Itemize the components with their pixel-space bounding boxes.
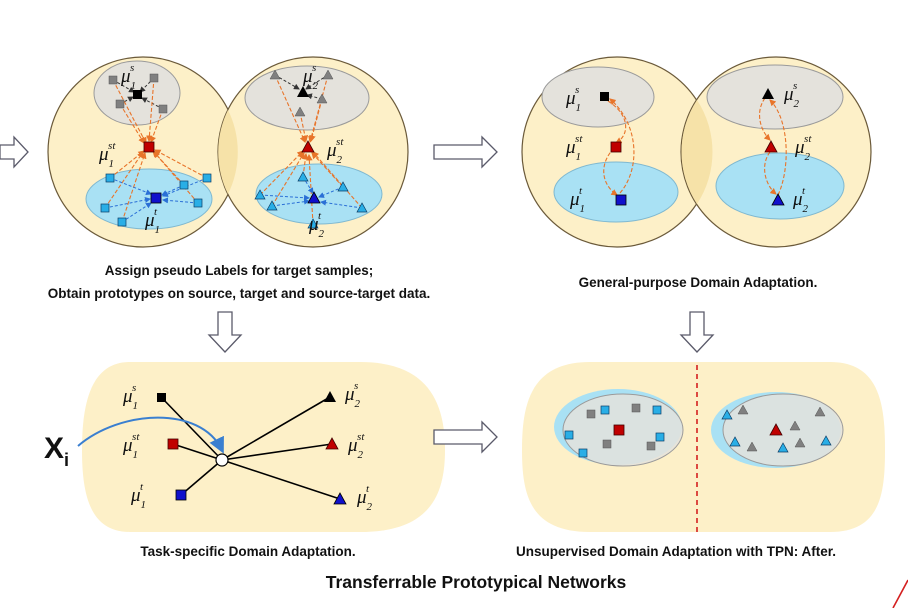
target-ellipse-2 bbox=[715, 152, 845, 220]
class-overlap-region bbox=[218, 110, 238, 194]
label-mu1-t: μ1t bbox=[569, 185, 585, 215]
label-mu1-s: μ1s bbox=[122, 382, 138, 412]
caption-step2: General-purpose Domain Adaptation. bbox=[579, 275, 818, 290]
label-mu1-s: μ1s bbox=[565, 84, 581, 114]
panel-general-purpose bbox=[521, 56, 872, 248]
class-overlap-region bbox=[681, 100, 713, 204]
caption-step1-line2: Obtain prototypes on source, target and … bbox=[48, 286, 431, 301]
label-mu2-s: μ2s bbox=[344, 380, 361, 410]
label-mu1-st: μ1st bbox=[565, 133, 583, 163]
flow-arrow-down-left bbox=[207, 311, 243, 353]
panel-task-specific bbox=[77, 362, 445, 532]
prototype-target-2 bbox=[771, 193, 785, 206]
prototype-target-1 bbox=[175, 489, 187, 501]
figure-title: Transferrable Prototypical Networks bbox=[326, 572, 627, 592]
corner-mark bbox=[892, 579, 908, 608]
prototype-source-2 bbox=[297, 86, 309, 97]
panel-after-tpn bbox=[522, 362, 885, 532]
flow-arrow-down-right bbox=[679, 311, 715, 353]
label-mu2-s: μ2s bbox=[783, 80, 800, 110]
prototype-st-1 bbox=[143, 141, 155, 153]
prototype-source-1 bbox=[600, 92, 609, 101]
input-label: Xi bbox=[44, 432, 69, 470]
flow-arrow-top bbox=[433, 135, 498, 169]
label-mu2-st: μ2st bbox=[794, 133, 812, 163]
caption-step4: Unsupervised Domain Adaptation with TPN:… bbox=[516, 544, 836, 559]
panel-prototype-assignment bbox=[47, 56, 409, 248]
prototype-source-2 bbox=[762, 88, 774, 99]
label-mu2-t: μ2t bbox=[356, 483, 373, 513]
prototype-source-2 bbox=[324, 391, 336, 402]
query-arrow bbox=[77, 416, 224, 454]
prototype-st-1 bbox=[613, 424, 625, 436]
source-ellipse-2 bbox=[706, 64, 844, 130]
label-mu1-s: μ1s bbox=[120, 62, 136, 92]
source-cluster-2 bbox=[722, 393, 844, 467]
label-mu1-st: μ1st bbox=[122, 431, 140, 461]
prototype-source-1 bbox=[157, 393, 166, 402]
prototype-st-1 bbox=[610, 141, 622, 153]
source-ellipse-1 bbox=[541, 66, 655, 128]
label-mu2-t: μ2t bbox=[792, 185, 809, 215]
label-mu2-st: μ2st bbox=[326, 136, 344, 166]
prototype-target-1 bbox=[150, 192, 162, 204]
query-sample bbox=[215, 453, 229, 467]
caption-step3: Task-specific Domain Adaptation. bbox=[140, 544, 355, 559]
prototype-st-2 bbox=[325, 437, 339, 450]
task-specific-region bbox=[82, 362, 445, 532]
prototype-target-2 bbox=[333, 492, 347, 505]
prototype-target-2 bbox=[307, 191, 321, 204]
label-mu2-s: μ2s bbox=[302, 62, 319, 92]
prototype-source-1 bbox=[133, 90, 142, 99]
label-mu1-st: μ1st bbox=[98, 140, 116, 170]
label-mu2-t: μ2t bbox=[308, 210, 325, 240]
prototype-target-1 bbox=[615, 194, 627, 206]
label-mu2-st: μ2st bbox=[347, 431, 365, 461]
prototype-st-1 bbox=[167, 438, 179, 450]
prototype-st-2 bbox=[769, 423, 783, 436]
flow-arrow-bottom bbox=[433, 420, 498, 454]
flow-arrow-entry bbox=[0, 135, 29, 169]
prototype-st-2 bbox=[301, 140, 315, 153]
caption-step1-line1: Assign pseudo Labels for target samples; bbox=[105, 263, 374, 278]
label-mu1-t: μ1t bbox=[130, 481, 146, 511]
label-mu1-t: μ1t bbox=[144, 206, 160, 236]
prototype-st-2 bbox=[764, 140, 778, 153]
